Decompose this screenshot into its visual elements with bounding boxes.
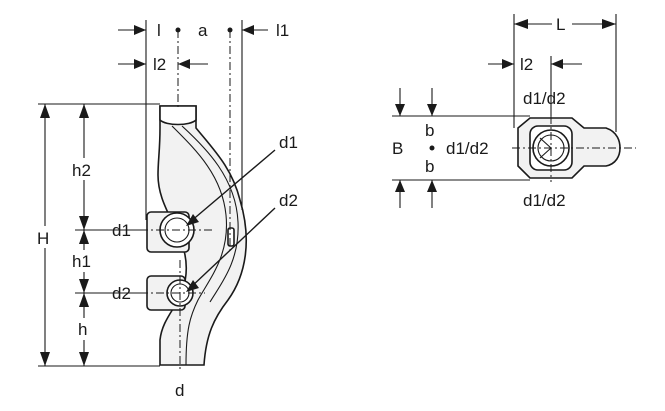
leader-d2 (189, 207, 276, 289)
arrow-h1-bottom (79, 279, 89, 293)
arrow-h1-top (79, 230, 89, 244)
callouts: d1 d2 (186, 133, 298, 292)
h-label-bg (74, 318, 96, 340)
label-b-lower: b (425, 157, 434, 176)
arrow-b-top (427, 104, 437, 116)
arrow-H-top (40, 104, 50, 118)
dot-a-right (227, 27, 233, 33)
dot-a-left (175, 27, 181, 33)
label-h1: h1 (72, 252, 91, 271)
left-centerlines (140, 30, 231, 370)
dim-h-chain: h2 h1 h (70, 104, 98, 366)
right-centerlines (512, 116, 636, 182)
arrow-l2r-right (551, 59, 563, 69)
top-socket-rim (159, 105, 197, 126)
h1-label-bg (70, 250, 98, 272)
leader-d1 (189, 149, 276, 223)
arrow-b-bottom (427, 180, 437, 192)
socket-cross-1 (539, 137, 552, 149)
label-l2: l2 (153, 55, 166, 74)
arrow-H-bottom (40, 352, 50, 366)
label-a: a (198, 21, 208, 40)
leader-d2-arrow (186, 280, 199, 292)
fitting-side-view (146, 105, 248, 366)
arrow-l2-right (178, 59, 190, 69)
label-h: h (78, 320, 87, 339)
arrow-h2-top (79, 104, 89, 118)
dot-b-center (429, 145, 435, 151)
dim-L: L (514, 12, 616, 34)
arrow-B-top (395, 104, 405, 116)
socket-cross-2 (539, 147, 552, 159)
arrow-l2-left (134, 59, 146, 69)
top-dimensions: l a l1 l2 (118, 21, 289, 74)
dim-B: B (392, 88, 405, 208)
label-d1d2-mid: d1/d2 (446, 139, 489, 158)
label-d2-side: d2 (112, 284, 131, 303)
h2-label-bg (70, 158, 98, 180)
arrow-B-bottom (395, 180, 405, 192)
label-H: H (37, 229, 49, 248)
label-d1-side: d1 (112, 221, 131, 240)
arrow-l1 (242, 25, 254, 35)
label-h2: h2 (72, 161, 91, 180)
label-b-upper: b (425, 121, 434, 140)
dim-H: H (32, 104, 58, 366)
arrow-h2-bottom (79, 216, 89, 230)
arrow-l (134, 25, 146, 35)
arrow-h-bottom (79, 352, 89, 366)
label-l2-right: l2 (520, 55, 533, 74)
leader-d1-arrow (186, 214, 199, 226)
label-d1d2-bottom: d1/d2 (523, 191, 566, 210)
body-inner-line (171, 125, 228, 366)
L-label-bg (552, 12, 572, 34)
arrow-h-top (79, 293, 89, 307)
label-B: B (392, 139, 403, 158)
body-slot (227, 227, 235, 247)
label-d: d (175, 381, 184, 400)
label-d1d2-top: d1/d2 (523, 89, 566, 108)
dim-b: b b (425, 88, 437, 208)
label-L: L (556, 15, 565, 34)
arrow-L-left (514, 19, 528, 29)
label-l: l (157, 21, 161, 40)
label-d2-callout: d2 (279, 191, 298, 210)
dim-l2-right: l2 (488, 55, 582, 74)
arrow-L-right (602, 19, 616, 29)
label-l1: l1 (276, 21, 289, 40)
right-extension-lines (392, 14, 617, 181)
label-d1-callout: d1 (279, 133, 298, 152)
body-inner-line-2 (181, 125, 239, 303)
H-label-bg (32, 226, 58, 248)
arrow-l2r-left (502, 59, 514, 69)
d1d2-mid-bg (444, 136, 506, 158)
